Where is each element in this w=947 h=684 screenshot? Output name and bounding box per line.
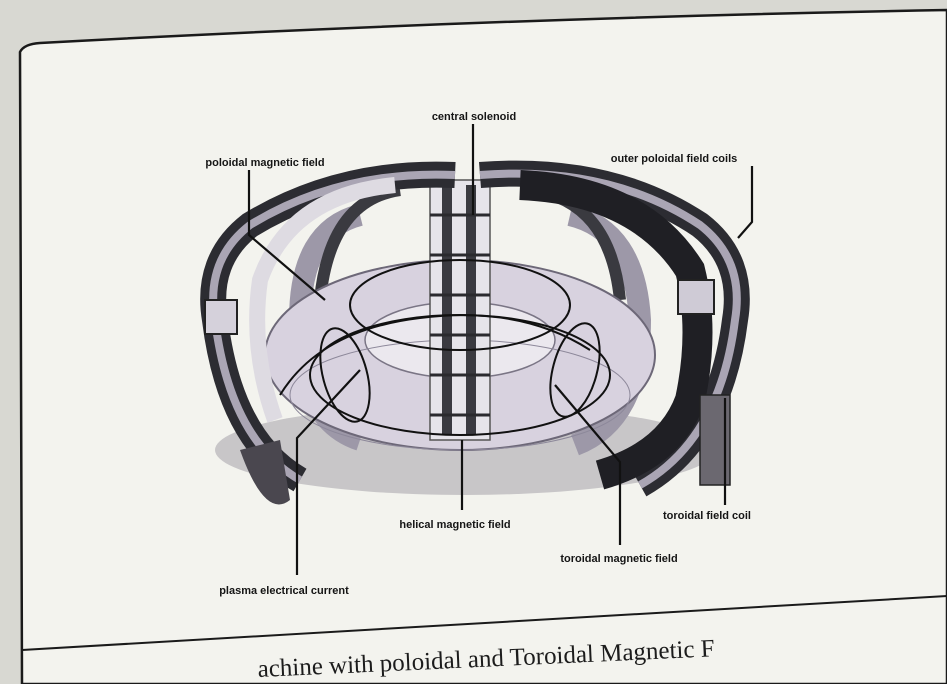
label-poloidal-magnetic-field: poloidal magnetic field [205,157,324,169]
label-toroidal-field-coil: toroidal field coil [663,510,751,522]
label-central-solenoid: central solenoid [432,111,516,123]
label-plasma-electrical-current: plasma electrical current [219,585,349,597]
label-toroidal-magnetic-field: toroidal magnetic field [560,553,677,565]
label-outer-poloidal-field-coils: outer poloidal field coils [611,153,738,165]
label-helical-magnetic-field: helical magnetic field [399,519,510,531]
central-solenoid [430,180,490,440]
